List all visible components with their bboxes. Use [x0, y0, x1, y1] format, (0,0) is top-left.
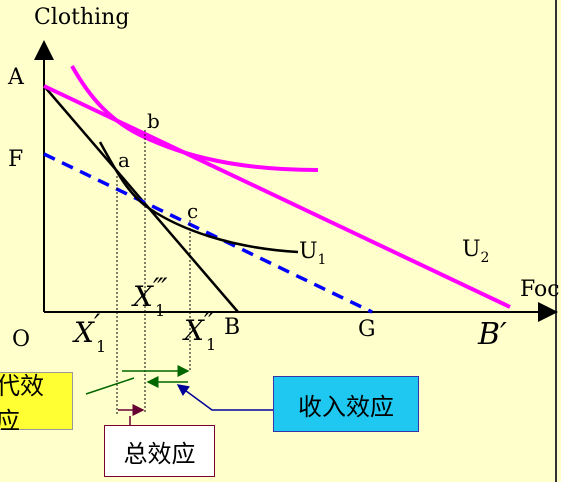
- x-axis-label: Foc: [520, 277, 560, 302]
- x1-prime-label: X′1: [72, 308, 106, 356]
- y-axis-label: Clothing: [34, 5, 129, 30]
- indifference-curve-u2: [70, 65, 319, 172]
- point-G-label: G: [358, 317, 376, 342]
- substitution-connector: [85, 377, 135, 395]
- total-effect-label: 总效应: [123, 439, 196, 468]
- substitution-effect-box: 代效应: [0, 372, 73, 435]
- total-effect-box: 总效应: [104, 425, 215, 477]
- income-effect-label: 收入效应: [298, 392, 394, 421]
- income-connector: [176, 384, 274, 411]
- curve-u1-label: U1: [299, 239, 326, 268]
- substitution-effect-label: 代效应: [0, 372, 44, 435]
- point-A-label: A: [7, 65, 25, 90]
- curve-u2-label: U2: [462, 237, 489, 266]
- x1-triple-prime-label: X‴1: [131, 272, 168, 320]
- point-a-label: a: [118, 148, 130, 172]
- point-B-label: B: [224, 315, 240, 340]
- point-F-label: F: [8, 147, 23, 172]
- point-b-label: b: [147, 109, 160, 133]
- indifference-curve-u1: [98, 141, 299, 254]
- origin-label: O: [12, 327, 30, 352]
- income-effect-box: 收入效应: [273, 376, 419, 432]
- budget-line-FG: [43, 152, 373, 314]
- point-B-prime-label: B′: [477, 317, 507, 352]
- x1-double-prime-label: X″1: [182, 306, 216, 354]
- point-c-label: c: [187, 199, 198, 223]
